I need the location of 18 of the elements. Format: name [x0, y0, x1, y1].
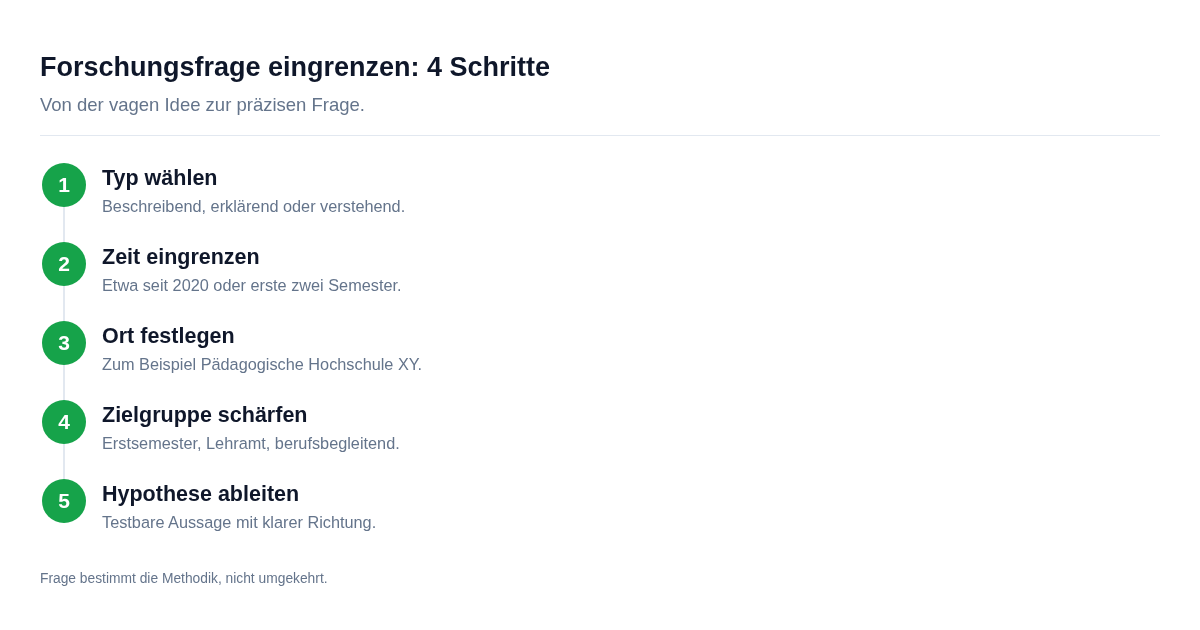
step-heading: Zeit eingrenzen — [102, 244, 260, 270]
step-description: Beschreibend, erklärend oder verstehend. — [102, 196, 406, 216]
step-number-circle: 3 — [42, 321, 86, 365]
subtitle: Von der vagen Idee zur präzisen Frage. — [40, 93, 365, 116]
step-description: Zum Beispiel Pädagogische Hochschule XY. — [102, 354, 423, 374]
step-description: Etwa seit 2020 oder erste zwei Semester. — [102, 275, 402, 295]
step-heading: Ort festlegen — [102, 323, 235, 349]
step-number-circle: 4 — [42, 400, 86, 444]
title: Forschungsfrage eingrenzen: 4 Schritte — [40, 51, 551, 84]
step-number-circle: 2 — [42, 242, 86, 286]
step-number-circle: 5 — [42, 479, 86, 523]
footnote: Frage bestimmt die Methodik, nicht umgekehrt. — [40, 570, 328, 587]
step-heading: Hypothese ableiten — [102, 481, 300, 507]
step-heading: Zielgruppe schärfen — [102, 402, 308, 428]
step-heading: Typ wählen — [102, 165, 218, 191]
step-description: Testbare Aussage mit klarer Richtung. — [102, 512, 377, 532]
step-description: Erstsemester, Lehramt, berufsbegleitend. — [102, 433, 400, 453]
step-number-circle: 1 — [42, 163, 86, 207]
